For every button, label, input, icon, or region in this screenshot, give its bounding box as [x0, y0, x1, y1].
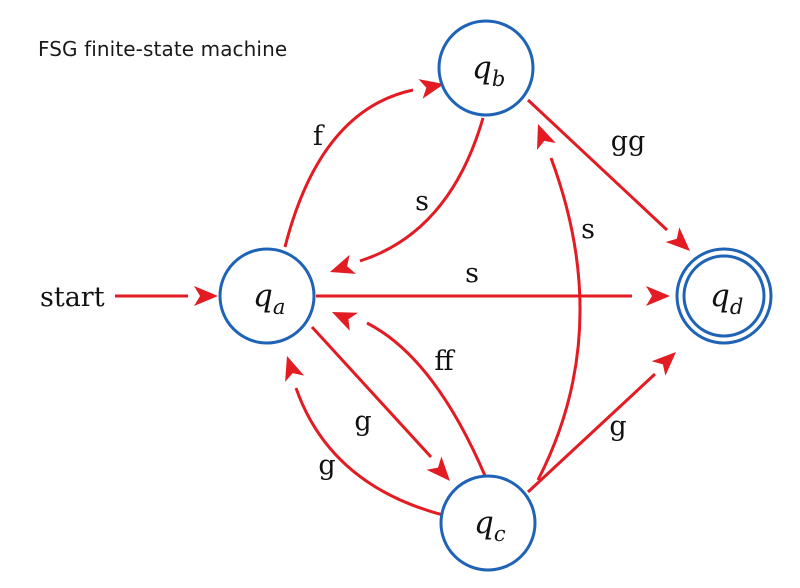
transition-qc-to-qa-2-arrow-head — [285, 356, 305, 382]
state-qb-name: qb — [472, 50, 505, 91]
state-qc-circle — [439, 474, 537, 572]
transition-qb-to-qd-arrow-head — [665, 227, 690, 251]
transition-qa-to-qc-arrow-head — [426, 456, 450, 481]
state-qd-accept-ring — [682, 254, 766, 338]
state-qd-symbol: q — [710, 278, 730, 314]
transition-qb-to-qa-arrow-head — [330, 254, 356, 274]
transition-qb-to-qa-line — [359, 117, 485, 263]
transition-qc-to-qd-arrow-head — [651, 352, 676, 376]
state-qd-name: qd — [710, 278, 743, 319]
transition-qb-to-qd-label: gg — [611, 126, 646, 157]
state-qb-subscript: b — [492, 67, 505, 91]
state-qc-name: qc — [474, 505, 506, 546]
transition-qb-to-qa-label: s — [415, 186, 429, 217]
transition-qa-to-qc-line — [310, 325, 433, 459]
transition-qa-to-qd-arrow-head — [646, 286, 670, 306]
start-label: start — [40, 282, 105, 313]
state-qd: qd — [675, 247, 773, 345]
state-qb-symbol: q — [472, 50, 492, 86]
state-qa-symbol: q — [253, 278, 273, 314]
transition-qc-to-qb-label: s — [581, 214, 595, 245]
transition-qc-to-qd-label: g — [609, 411, 626, 442]
transition-qc-to-qd-line — [526, 372, 657, 494]
transition-qa-to-qb-arrow-head — [418, 79, 444, 99]
state-qc-symbol: q — [474, 505, 494, 541]
transition-qa-to-qb-label: f — [313, 121, 325, 152]
transition-qc-to-qa-arrow-head — [332, 312, 358, 331]
transition-qc-to-qa-2-line — [294, 387, 444, 517]
transition-qa-to-qd-label: s — [465, 258, 479, 289]
transition-qc-to-qa-line — [366, 321, 488, 479]
state-qa-subscript: a — [273, 295, 286, 319]
transition-qc-to-qb-arrow-head — [537, 124, 556, 150]
transition-qc-to-qb-line — [536, 157, 582, 481]
state-qa: qa — [218, 247, 316, 345]
state-qb-circle — [437, 19, 535, 117]
state-qc-subscript: c — [494, 522, 506, 546]
state-qa-circle — [218, 247, 316, 345]
transition-qc-to-qa-label: ff — [434, 346, 455, 377]
diagram-title: FSG finite-state machine — [38, 37, 288, 61]
transition-qa-to-qb-line — [283, 88, 414, 248]
state-qd-subscript: d — [730, 295, 743, 319]
state-qa-name: qa — [253, 278, 285, 319]
transition-qa-to-qc-label: g — [354, 406, 371, 437]
transition-qc-to-qa-2-label: g — [318, 450, 335, 481]
start-arrow-head — [194, 286, 218, 306]
transitions-layer — [115, 79, 690, 517]
transition-qb-to-qd-line — [526, 98, 669, 232]
state-qc: qc — [439, 474, 537, 572]
state-qb: qb — [437, 19, 535, 117]
